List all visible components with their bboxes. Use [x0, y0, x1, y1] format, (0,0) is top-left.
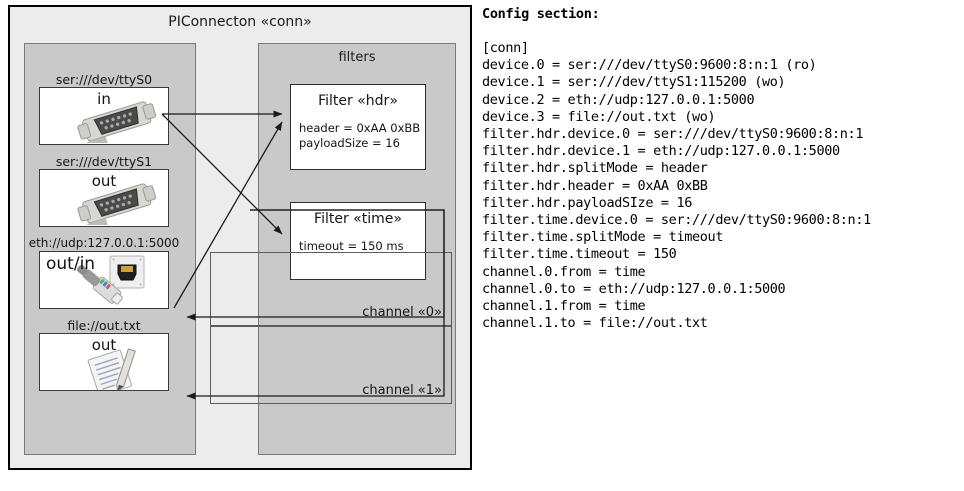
device-file-label: file://out.txt — [67, 318, 141, 333]
filter-hdr-title: Filter «hdr» — [318, 93, 398, 109]
device-ttys1[interactable]: ser:///dev/ttyS1 out — [39, 154, 169, 227]
device-eth-io: out/in — [46, 254, 96, 274]
config-line-8: filter.hdr.header = 0xAA 0xBB — [482, 177, 708, 194]
ethernet-jack-icon — [76, 254, 160, 308]
connection-diagram-frame: PIConnecton «conn» ser:///dev/ttyS0 in — [8, 5, 472, 470]
config-line-1: device.0 = ser:///dev/ttyS0:9600:8:n:1 (… — [482, 57, 817, 74]
config-line-10: filter.time.device.0 = ser:///dev/ttyS0:… — [482, 212, 871, 229]
config-heading: Config section: — [482, 6, 600, 22]
config-line-3: device.2 = eth://udp:127.0.0.1:5000 — [482, 91, 755, 108]
filter-hdr-props: header = 0xAA 0xBB payloadSize = 16 — [299, 121, 425, 151]
device-ttys0-io: in — [97, 90, 111, 108]
document-pen-icon — [84, 347, 154, 390]
device-ttys1-box[interactable]: out — [39, 169, 169, 227]
config-code-block[interactable]: [conn]device.0 = ser:///dev/ttyS0:9600:8… — [482, 40, 960, 332]
device-eth[interactable]: eth://udp:127.0.0.1:5000 out/in — [29, 236, 179, 309]
filter-hdr-prop-header: header = 0xAA 0xBB — [299, 121, 421, 135]
config-line-9: filter.hdr.payloadSIze = 16 — [482, 194, 692, 211]
device-file[interactable]: file://out.txt out — [39, 318, 169, 391]
device-file-box[interactable]: out — [39, 333, 169, 391]
channel-1-box[interactable]: channel «1» — [210, 326, 452, 404]
devices-group: ser:///dev/ttyS0 in — [24, 43, 196, 455]
config-line-7: filter.hdr.splitMode = header — [482, 160, 708, 177]
device-eth-box[interactable]: out/in — [39, 251, 169, 309]
device-ttys0-label: ser:///dev/ttyS0 — [55, 72, 153, 87]
config-line-11: filter.time.splitMode = timeout — [482, 229, 724, 246]
channel-1-label: channel «1» — [362, 383, 442, 398]
config-line-6: filter.hdr.device.1 = eth://udp:127.0.0.… — [482, 143, 840, 160]
filter-hdr-box[interactable]: Filter «hdr» header = 0xAA 0xBB payloadS… — [290, 84, 426, 170]
device-eth-label: eth://udp:127.0.0.1:5000 — [28, 236, 180, 250]
config-line-2: device.1 = ser:///dev/ttyS1:115200 (wo) — [482, 74, 786, 91]
channel-0-box[interactable]: channel «0» — [210, 252, 452, 326]
config-line-12: filter.time.timeout = 150 — [482, 246, 677, 263]
channel-0-label: channel «0» — [362, 305, 442, 320]
device-ttys0[interactable]: ser:///dev/ttyS0 in — [39, 72, 169, 145]
device-file-io: out — [91, 336, 117, 354]
diagram-title: PIConnecton «conn» — [168, 14, 312, 30]
serial-port-icon — [74, 101, 162, 144]
config-panel: Config section: [conn]device.0 = ser:///… — [482, 6, 960, 332]
serial-port-icon — [74, 183, 162, 226]
device-ttys1-io: out — [91, 172, 117, 190]
filter-time-title: Filter «time» — [314, 211, 402, 227]
config-line-16: channel.1.to = file://out.txt — [482, 315, 708, 332]
config-line-15: channel.1.from = time — [482, 298, 646, 315]
config-line-0: [conn] — [482, 40, 529, 56]
filter-hdr-prop-payloadsize: payloadSize = 16 — [299, 136, 400, 150]
config-line-4: device.3 = file://out.txt (wo) — [482, 108, 716, 125]
filters-group-title: filters — [338, 50, 376, 65]
config-line-14: channel.0.to = eth://udp:127.0.0.1:5000 — [482, 280, 786, 297]
config-line-13: channel.0.from = time — [482, 263, 646, 280]
device-ttys1-label: ser:///dev/ttyS1 — [55, 154, 153, 169]
device-ttys0-box[interactable]: in — [39, 87, 169, 145]
config-line-5: filter.hdr.device.0 = ser:///dev/ttyS0:9… — [482, 126, 864, 143]
